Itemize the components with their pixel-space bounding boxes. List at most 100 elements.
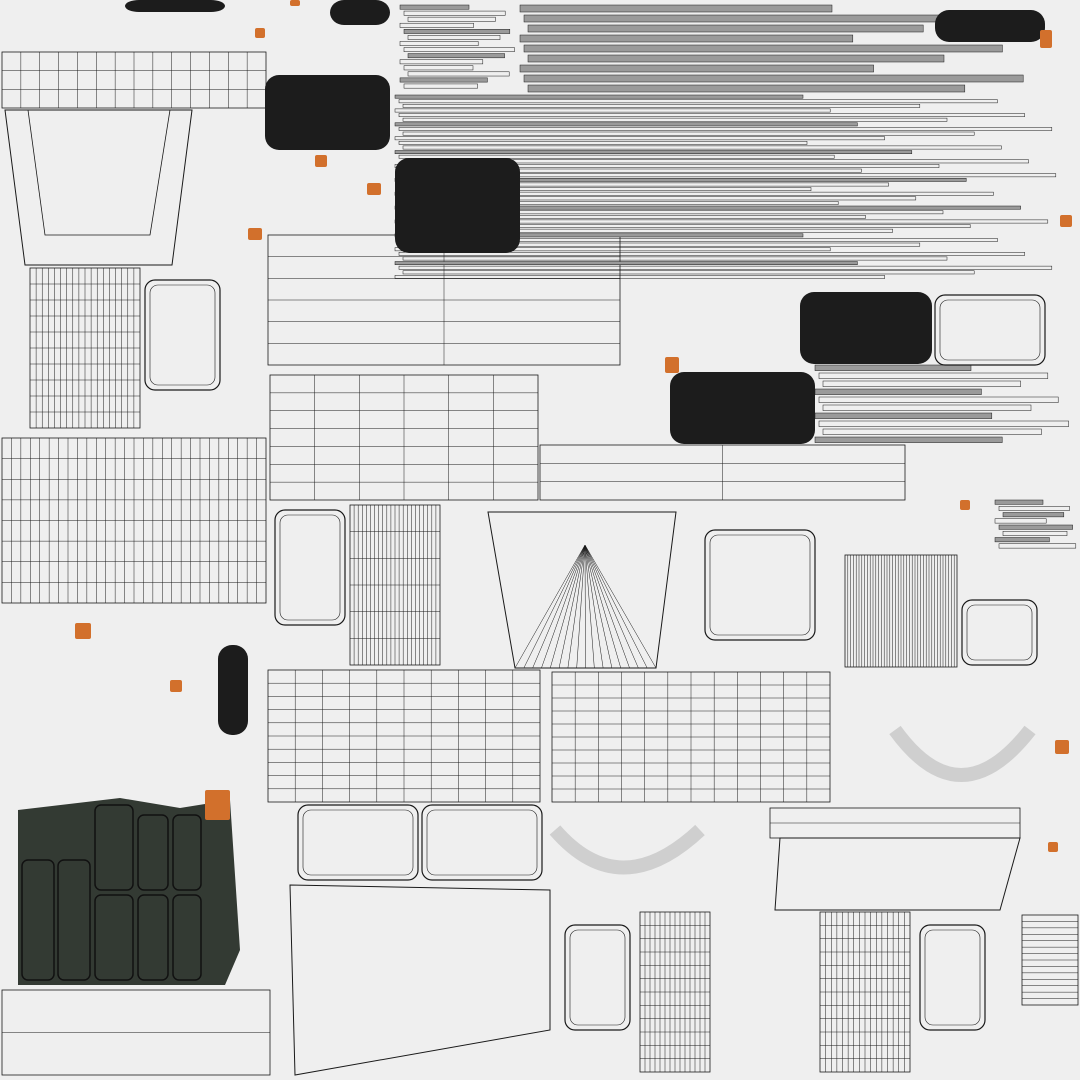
uv-orange-patch	[1040, 30, 1052, 48]
uv-window-frame-1-inner	[939, 299, 1041, 361]
uv-strip-top-center	[399, 22, 474, 28]
uv-strip-upper-band	[394, 164, 940, 168]
uv-orange-patch	[1048, 842, 1058, 852]
uv-strip-upper-band	[394, 275, 885, 279]
uv-strip-upper-band	[402, 117, 948, 122]
uv-strip-top-right	[527, 54, 945, 63]
uv-dark-green-panel	[94, 804, 134, 891]
uv-strip-right-mid	[822, 428, 1042, 435]
uv-strip-upper-band	[398, 265, 1053, 270]
uv-trapezoid-ray	[584, 544, 630, 669]
uv-strip-upper-band	[402, 270, 975, 275]
uv-strip-right-mid	[814, 436, 1003, 443]
uv-trapezoid-ray	[584, 544, 657, 669]
uv-dark-green-panel	[137, 894, 169, 981]
uv-strip-right-small	[998, 543, 1077, 549]
uv-strip-right-small	[998, 524, 1073, 530]
uv-strip-top-right	[523, 14, 982, 23]
uv-strip-upper-band	[402, 131, 975, 136]
uv-strip-top-center	[407, 35, 501, 40]
uv-strip-upper-band	[398, 252, 1025, 256]
uv-window-frame-7	[144, 279, 221, 391]
uv-window-frame-5	[919, 924, 986, 1031]
uv-strip-top-center	[403, 47, 515, 52]
uv-trapezoid-bottom-right	[774, 837, 1021, 911]
uv-strip-top-center	[399, 77, 488, 83]
uv-window-frame-2-inner	[709, 534, 811, 636]
uv-black-island	[935, 10, 1045, 42]
uv-window-frame-3-inner	[966, 604, 1033, 661]
uv-trapezoid-ray	[558, 544, 586, 669]
uv-window-frame-9-inner	[426, 809, 538, 876]
uv-strip-top-center	[407, 71, 510, 77]
uv-trapezoid-ray	[584, 544, 613, 669]
uv-strip-right-mid	[822, 404, 1032, 411]
uv-strip-right-small	[1002, 512, 1065, 518]
uv-window-frame-3	[961, 599, 1038, 666]
uv-black-island	[330, 0, 390, 25]
uv-strip-top-right	[519, 4, 833, 13]
uv-window-frame-6	[564, 924, 631, 1031]
uv-strip-right-mid	[818, 396, 1059, 403]
uv-trapezoid-ray	[584, 544, 621, 669]
uv-strip-upper-band	[394, 261, 858, 265]
uv-trapezoid-ray	[584, 544, 648, 669]
uv-orange-patch	[290, 0, 300, 6]
uv-strip-top-center	[407, 53, 505, 59]
uv-strip-right-small	[994, 518, 1047, 524]
uv-strip-top-center	[399, 41, 479, 46]
uv-dark-green-panel	[94, 894, 134, 981]
uv-orange-patch	[960, 500, 970, 510]
uv-strip-top-right	[523, 74, 1024, 83]
uv-trapezoid-ray	[576, 544, 586, 669]
uv-black-island	[125, 0, 225, 12]
uv-trapezoid-ray	[532, 544, 586, 669]
uv-trapezoid-ray	[523, 544, 586, 669]
uv-strip-upper-band	[394, 108, 831, 113]
uv-strip-top-center	[403, 10, 506, 16]
uv-strip-top-center	[403, 65, 474, 71]
uv-dark-green-panel	[21, 859, 55, 981]
uv-curved-island-bottom	[289, 884, 551, 1076]
uv-strip-right-small	[994, 537, 1050, 543]
uv-strip-top-center	[403, 83, 478, 89]
uv-strip-upper-band	[394, 94, 804, 99]
uv-window-frame-4	[274, 509, 346, 626]
uv-strip-top-right	[523, 44, 1003, 53]
uv-strip-upper-band	[394, 122, 858, 127]
uv-strip-upper-band	[398, 127, 1053, 131]
uv-strip-right-mid	[818, 372, 1049, 379]
uv-black-island	[670, 372, 815, 444]
uv-dark-green-island	[18, 798, 240, 985]
uv-orange-patch	[75, 623, 91, 639]
uv-trapezoid-ray	[541, 544, 586, 669]
uv-orange-patch	[248, 228, 262, 240]
uv-orange-patch	[1055, 740, 1069, 754]
uv-dark-green-panel	[57, 859, 91, 981]
uv-strip-top-center	[403, 29, 511, 34]
uv-orange-patch	[255, 28, 265, 38]
uv-window-frame-6-inner	[569, 929, 626, 1026]
uv-black-island	[800, 292, 932, 364]
uv-dark-green-panel	[172, 814, 202, 891]
uv-window-frame-8	[297, 804, 419, 881]
uv-trapezoid-ray	[584, 544, 639, 669]
uv-orange-patch	[205, 790, 230, 820]
uv-trapezoid-ray	[584, 544, 586, 669]
uv-strip-upper-band	[402, 104, 921, 108]
uv-orange-patch	[170, 680, 182, 692]
uv-strip-top-center	[399, 4, 470, 10]
uv-strip-upper-band	[398, 154, 835, 159]
uv-strip-upper-band	[394, 150, 913, 154]
uv-window-frame-8-inner	[302, 809, 414, 876]
uv-strip-right-mid	[814, 388, 982, 395]
uv-strip-top-right	[527, 24, 924, 33]
uv-strip-right-small	[994, 499, 1044, 505]
uv-strip-right-small	[1002, 531, 1068, 536]
uv-black-island	[218, 645, 248, 735]
uv-strip-upper-band	[402, 145, 1002, 150]
uv-window-frame-9	[421, 804, 543, 881]
uv-strip-upper-band	[394, 247, 831, 252]
uv-orange-patch	[1060, 215, 1072, 227]
